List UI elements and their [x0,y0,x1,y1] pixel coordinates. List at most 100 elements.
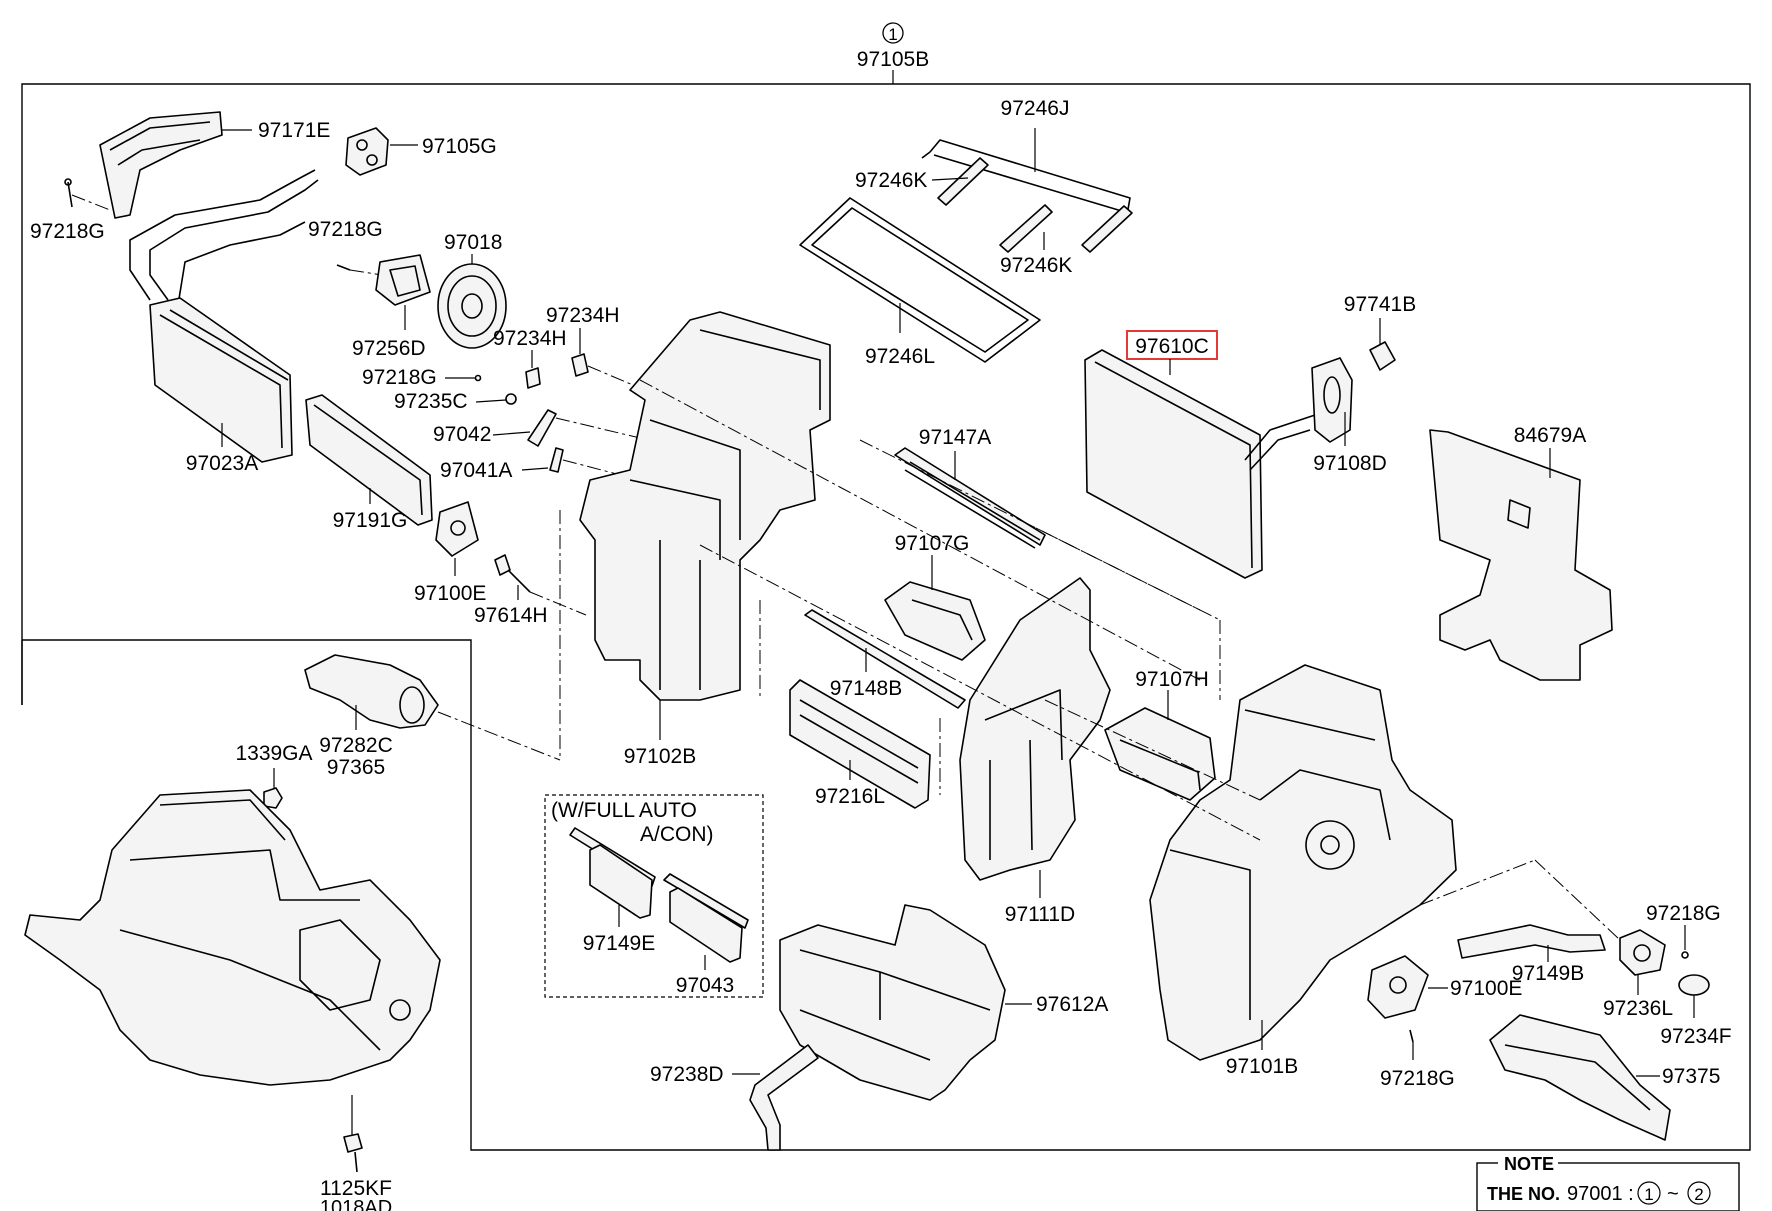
label-97100E-right: 97100E [1450,977,1522,1000]
label-97111D: 97111D [1005,903,1075,926]
door-97147A[interactable] [894,447,1046,549]
heater-core-97023A[interactable] [129,169,319,463]
label-97246J: 97246J [1001,97,1070,120]
label-97149B: 97149B [1512,962,1584,985]
label-97238D: 97238D [650,1063,724,1086]
highlight-box-97610C [1126,330,1218,360]
label-97246L: 97246L [865,345,935,368]
door-97107G[interactable] [884,581,986,661]
duct-97375[interactable] [1489,1014,1671,1141]
callout-circle [882,22,904,44]
label-97246K-upper: 97246K [855,169,927,192]
label-97147A: 97147A [919,426,991,449]
label-97191G: 97191G [333,509,408,532]
sensor-97236L[interactable] [1619,929,1666,976]
actuator-97256D[interactable] [375,254,431,306]
case-97111D[interactable] [959,577,1111,881]
note-title: NOTE [1504,1154,1554,1174]
label-97149E: 97149E [583,932,655,955]
nut-1339GA[interactable] [263,787,283,809]
label-97101B: 97101B [1226,1055,1298,1078]
hvac-assembly-view [24,789,441,1086]
callout-number: 1 [888,25,897,44]
seal-97246K-upper[interactable] [937,157,989,206]
seal-97246J[interactable] [921,139,1131,216]
label-97614H: 97614H [474,604,548,627]
label-97256D: 97256D [352,337,426,360]
case-97612A[interactable] [779,904,1006,1101]
note-label: THE NO. [1487,1184,1560,1204]
note-range-from-circle [1637,1181,1661,1205]
label-1125KF: 1125KF [320,1177,392,1200]
label-97610C: 97610C [1135,335,1209,358]
note-range-from: 1 [1644,1185,1653,1204]
label-97107H: 97107H [1135,668,1209,691]
label-97042: 97042 [433,423,491,446]
label-97236L: 97236L [1603,997,1673,1020]
label-97234H-upper: 97234H [546,304,620,327]
label-97108D: 97108D [1313,452,1387,475]
label-97216L: 97216L [815,785,885,808]
label-97246K-lower: 97246K [1000,254,1072,277]
door-97149E[interactable] [569,827,656,919]
label-97218G-top-left: 97218G [30,220,105,243]
option-box-line2: A/CON) [640,823,714,846]
clip-97234H-lower[interactable] [525,367,541,389]
label-97375: 97375 [1662,1065,1720,1088]
label-97105G: 97105G [422,135,497,158]
label-97612A: 97612A [1036,993,1108,1016]
door-97148B[interactable] [804,609,966,709]
case-97102B[interactable] [579,311,831,701]
bolt-1125KF[interactable] [343,1133,363,1173]
label-1339GA: 1339GA [235,742,312,765]
filter-frame-97246L[interactable] [799,197,1041,363]
option-box [544,794,764,998]
link-97041A[interactable] [549,447,564,473]
door-97216L[interactable] [789,679,931,809]
actuator-97100E-right[interactable] [1367,955,1429,1019]
note-value: 97001 : [1567,1183,1634,1205]
blower-motor-97018[interactable] [437,263,507,349]
label-97218G-upper: 97218G [308,218,383,241]
label-97018: 97018 [444,231,502,254]
insulator-84679A[interactable] [1429,429,1613,681]
sensor-97614H[interactable] [494,554,531,593]
clip-97234H-upper[interactable] [571,353,589,377]
duct-97282C[interactable] [304,654,439,729]
label-97234H-lower: 97234H [493,327,567,350]
case-97101B[interactable] [1149,664,1457,1061]
actuator-97100E-left[interactable] [435,501,479,557]
evaporator-97610C[interactable] [1084,349,1331,579]
duct-97149B[interactable] [1457,924,1606,959]
filter-97191G[interactable] [305,394,433,526]
label-97023A: 97023A [186,452,258,475]
label-1018AD: 1018AD [320,1197,392,1211]
note-range-to: 2 [1694,1185,1703,1204]
seal-97246K-lower[interactable] [999,204,1133,253]
label-97218G-right: 97218G [1646,902,1721,925]
label-97282C: 97282C [319,734,393,757]
gasket-97105G[interactable] [345,127,389,176]
label-97043: 97043 [676,974,734,997]
door-97043[interactable] [663,873,749,963]
label-97148B: 97148B [830,677,902,700]
label-97100E-left: 97100E [414,582,486,605]
bracket-97171E[interactable] [99,111,223,219]
label-84679A: 84679A [1514,424,1586,447]
lever-97042[interactable] [527,409,557,447]
label-97218G-bottom: 97218G [1380,1067,1455,1090]
label-97107G: 97107G [895,532,970,555]
option-box-line1: (W/FULL AUTO [551,799,697,822]
label-97171E: 97171E [258,119,330,142]
note-range-to-circle [1687,1181,1711,1205]
drain-hose-97238D[interactable] [749,1044,819,1151]
gasket-97108D[interactable] [1311,357,1353,443]
label-97741B: 97741B [1344,293,1416,316]
label-97235C: 97235C [394,390,468,413]
note-tilde: ~ [1667,1183,1679,1205]
cap-97234F[interactable] [1678,974,1710,996]
clip-97741B[interactable] [1369,341,1396,371]
assembly-code: 97105B [857,48,929,71]
label-97234F: 97234F [1660,1025,1731,1048]
